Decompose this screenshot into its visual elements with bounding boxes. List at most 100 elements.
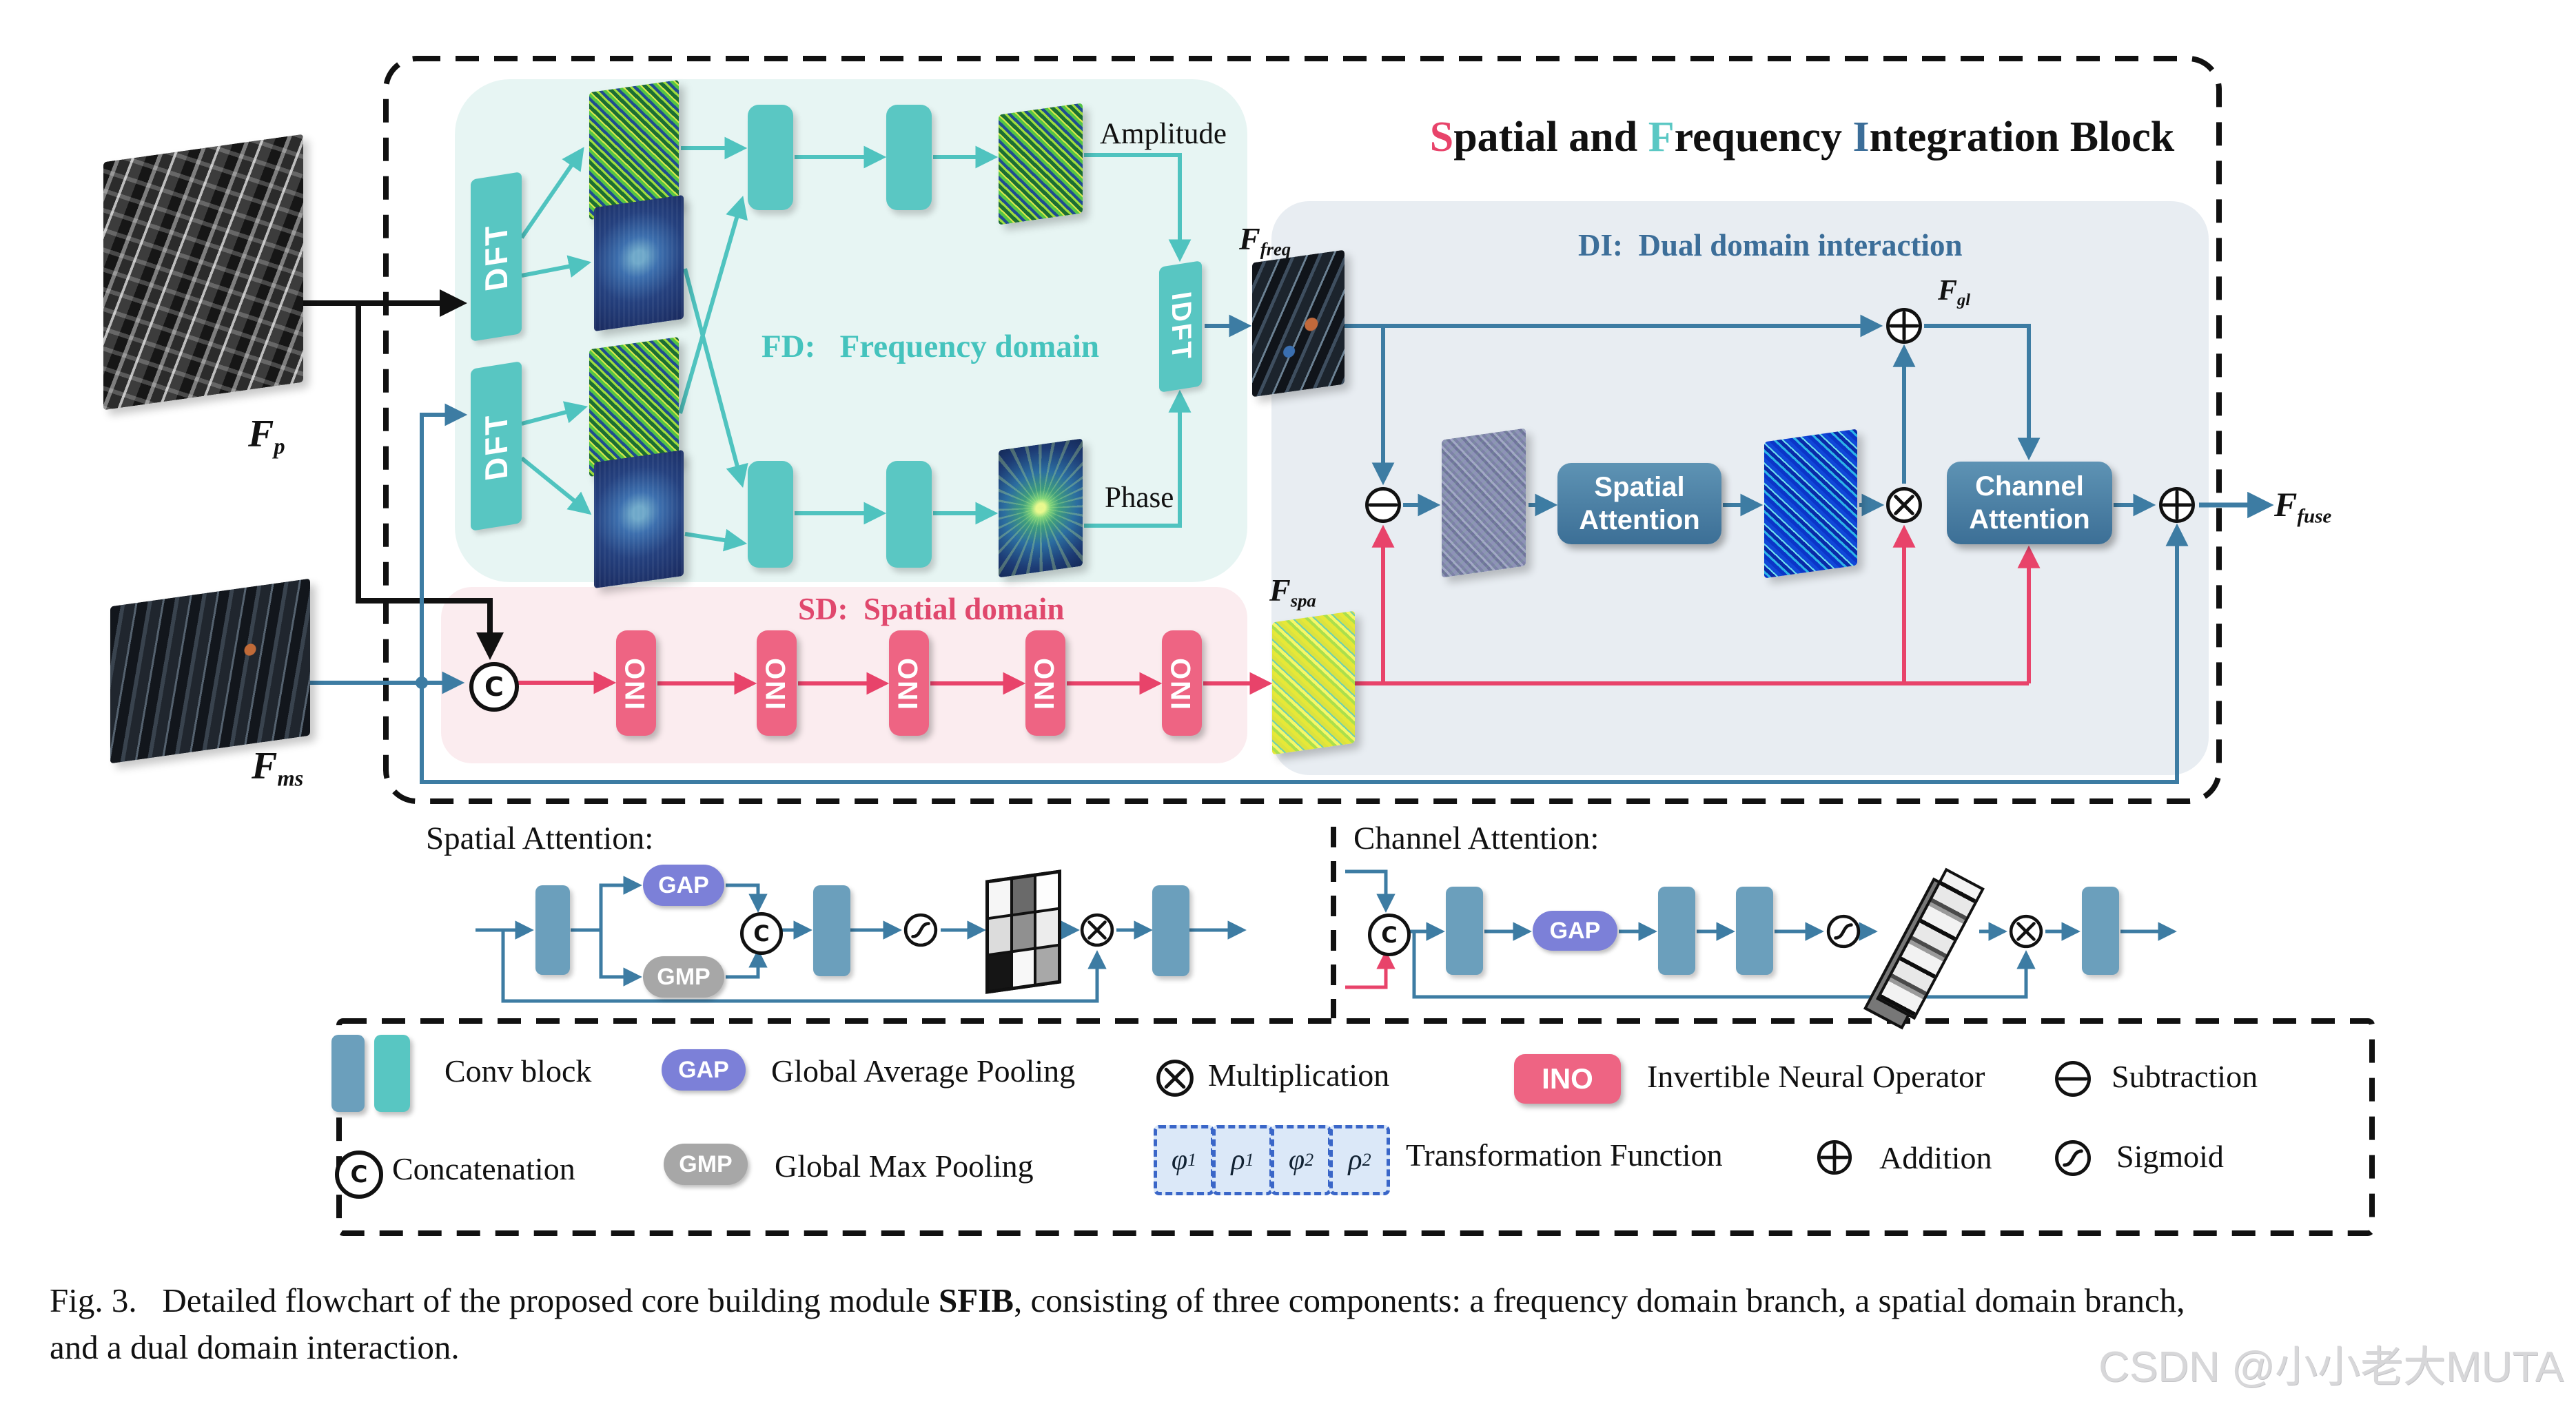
- tf-phi2-sub: 2: [1305, 1150, 1314, 1170]
- sd-section-label: SD: Spatial domain: [798, 592, 1064, 626]
- amplitude-label: Amplitude: [1100, 118, 1227, 150]
- legend-gmp-badge: GMP: [679, 1151, 733, 1177]
- legend-gmp-pill: GMP: [664, 1144, 748, 1185]
- idft-block: IDFT: [1159, 260, 1202, 393]
- channel-attention-line1: Channel: [1975, 471, 2084, 502]
- sa-concat-node: C: [740, 912, 783, 955]
- spatial-attention-box: Spatial Attention: [1557, 463, 1721, 544]
- ca-conv-4: [2082, 887, 2119, 975]
- legend-gmp-label: Global Max Pooling: [775, 1149, 1034, 1184]
- watermark-text: CSDN @小小老大MUTA: [2098, 1343, 2564, 1391]
- legend-gap-label: Global Average Pooling: [771, 1054, 1075, 1089]
- di-tag: DI:: [1578, 228, 1623, 262]
- spatial-detail-title: Spatial Attention:: [426, 821, 653, 856]
- legend-sigmoid-label: Sigmoid: [2116, 1139, 2224, 1174]
- dft-bottom-block: DFT: [471, 361, 522, 531]
- fd-name: Frequency domain: [839, 329, 1100, 364]
- addition-node-fgl: [1884, 306, 1924, 346]
- caption-line1: Fig. 3. Detailed flowchart of the propos…: [50, 1281, 2544, 1319]
- ca-concat-node: C: [1368, 914, 1411, 956]
- legend-gap-pill: GAP: [662, 1049, 746, 1091]
- tf-rho1-base: ρ: [1231, 1144, 1245, 1176]
- title-text: requency: [1674, 114, 1853, 161]
- caption-sfib: SFIB: [939, 1281, 1014, 1319]
- ca-multiplication-node: [2007, 913, 2045, 950]
- ffreq-base: F: [1239, 221, 1260, 256]
- ino-block-4: INO: [1025, 630, 1065, 736]
- fms-input-image: [110, 578, 310, 764]
- ca-conv-2: [1658, 887, 1695, 975]
- amplitude-feature-image: [999, 103, 1083, 225]
- channel-attention-line2: Attention: [1969, 504, 2090, 535]
- sd-tag: SD:: [798, 592, 848, 626]
- legend-conv-teal-swatch: [374, 1035, 410, 1112]
- addition-node-final: [2157, 485, 2197, 525]
- sa-conv-3: [1152, 885, 1189, 976]
- watermark: CSDN @小小老大MUTA: [1992, 1343, 2564, 1391]
- legend-addition-text: Addition: [1879, 1140, 1992, 1175]
- legend-gap-badge: GAP: [678, 1056, 729, 1083]
- legend-sigmoid-text: Sigmoid: [2116, 1139, 2224, 1174]
- dft-bottom-text: DFT: [478, 409, 515, 483]
- tf-rho2-sub: 2: [1362, 1150, 1371, 1170]
- title-text: patial and: [1453, 114, 1648, 161]
- tf-phi1-base: φ: [1171, 1144, 1188, 1176]
- phase-text: Phase: [1105, 482, 1174, 514]
- ca-sigmoid-node: [1825, 913, 1862, 950]
- legend-ino-box: INO: [1514, 1054, 1621, 1104]
- legend-subtraction-text: Subtraction: [2112, 1059, 2258, 1094]
- tf-phi1-sub: 1: [1187, 1150, 1197, 1170]
- ca-channel-weights-icon: [1863, 867, 1985, 1030]
- legend-conv-blue-swatch: [331, 1035, 365, 1112]
- spatial-domain-panel: [441, 587, 1247, 763]
- phase-feature-image: [999, 438, 1083, 578]
- concat-node-main: C: [469, 662, 519, 712]
- ino-block-1: INO: [616, 630, 656, 736]
- ino-block-5: INO: [1162, 630, 1202, 736]
- legend-subtraction-label: Subtraction: [2112, 1060, 2258, 1094]
- ino-block-2: INO: [757, 630, 797, 736]
- channel-detail-title: Channel Attention:: [1353, 821, 1599, 856]
- sa-conv-1: [535, 885, 570, 975]
- ca-conv-1: [1446, 887, 1483, 975]
- ffuse-sub: fuse: [2297, 505, 2332, 528]
- ffuse-label: Ffuse: [2274, 486, 2331, 528]
- caption-line2-text: and a dual domain interaction.: [50, 1328, 460, 1366]
- fgl-base: F: [1938, 275, 1958, 307]
- ca-gap-pill: GAP: [1533, 911, 1617, 951]
- legend-concat-label: Concatenation: [392, 1152, 575, 1186]
- conv-block-amp-2: [886, 105, 932, 210]
- legend-addition-icon: [1815, 1138, 1854, 1177]
- title-letter-b: B: [2069, 114, 2099, 161]
- legend-concat-text: Concatenation: [392, 1151, 575, 1186]
- ino-4-text: INO: [1030, 656, 1061, 710]
- fd-section-label: FD: Frequency domain: [761, 329, 1099, 364]
- sa-concat-text: C: [753, 920, 770, 947]
- dft-top-block: DFT: [471, 172, 522, 342]
- spatial-attention-line1: Spatial: [1594, 472, 1685, 502]
- tf-rho1-sub: 1: [1245, 1150, 1254, 1170]
- channel-attention-box: Channel Attention: [1947, 462, 2112, 544]
- title-text: ntegration: [1869, 114, 2070, 161]
- legend-multiplication-label: Multiplication: [1208, 1058, 1389, 1093]
- caption-fig-number: Fig. 3.: [50, 1281, 137, 1319]
- fms-sub: ms: [277, 766, 304, 792]
- subtraction-node: [1363, 485, 1403, 525]
- fp-label: Fp: [248, 413, 285, 459]
- amplitude-text: Amplitude: [1100, 118, 1227, 150]
- ca-conv-3: [1736, 887, 1773, 975]
- idft-text: IDFT: [1165, 289, 1196, 364]
- fspa-sub: spa: [1290, 590, 1316, 611]
- fms-base: F: [252, 745, 278, 787]
- spatial-detail-title-text: Spatial Attention:: [426, 821, 654, 856]
- title-text: lock: [2098, 114, 2175, 161]
- sa-attention-mask-icon: [985, 869, 1061, 994]
- legend-transformation-label: Transformation Function: [1406, 1138, 1723, 1173]
- phase-spectrum-pan: [594, 194, 684, 332]
- sa-gap-text: GAP: [658, 871, 709, 898]
- fms-label: Fms: [252, 745, 303, 791]
- multiplication-node: [1884, 485, 1924, 525]
- concat-main-text: C: [484, 672, 504, 702]
